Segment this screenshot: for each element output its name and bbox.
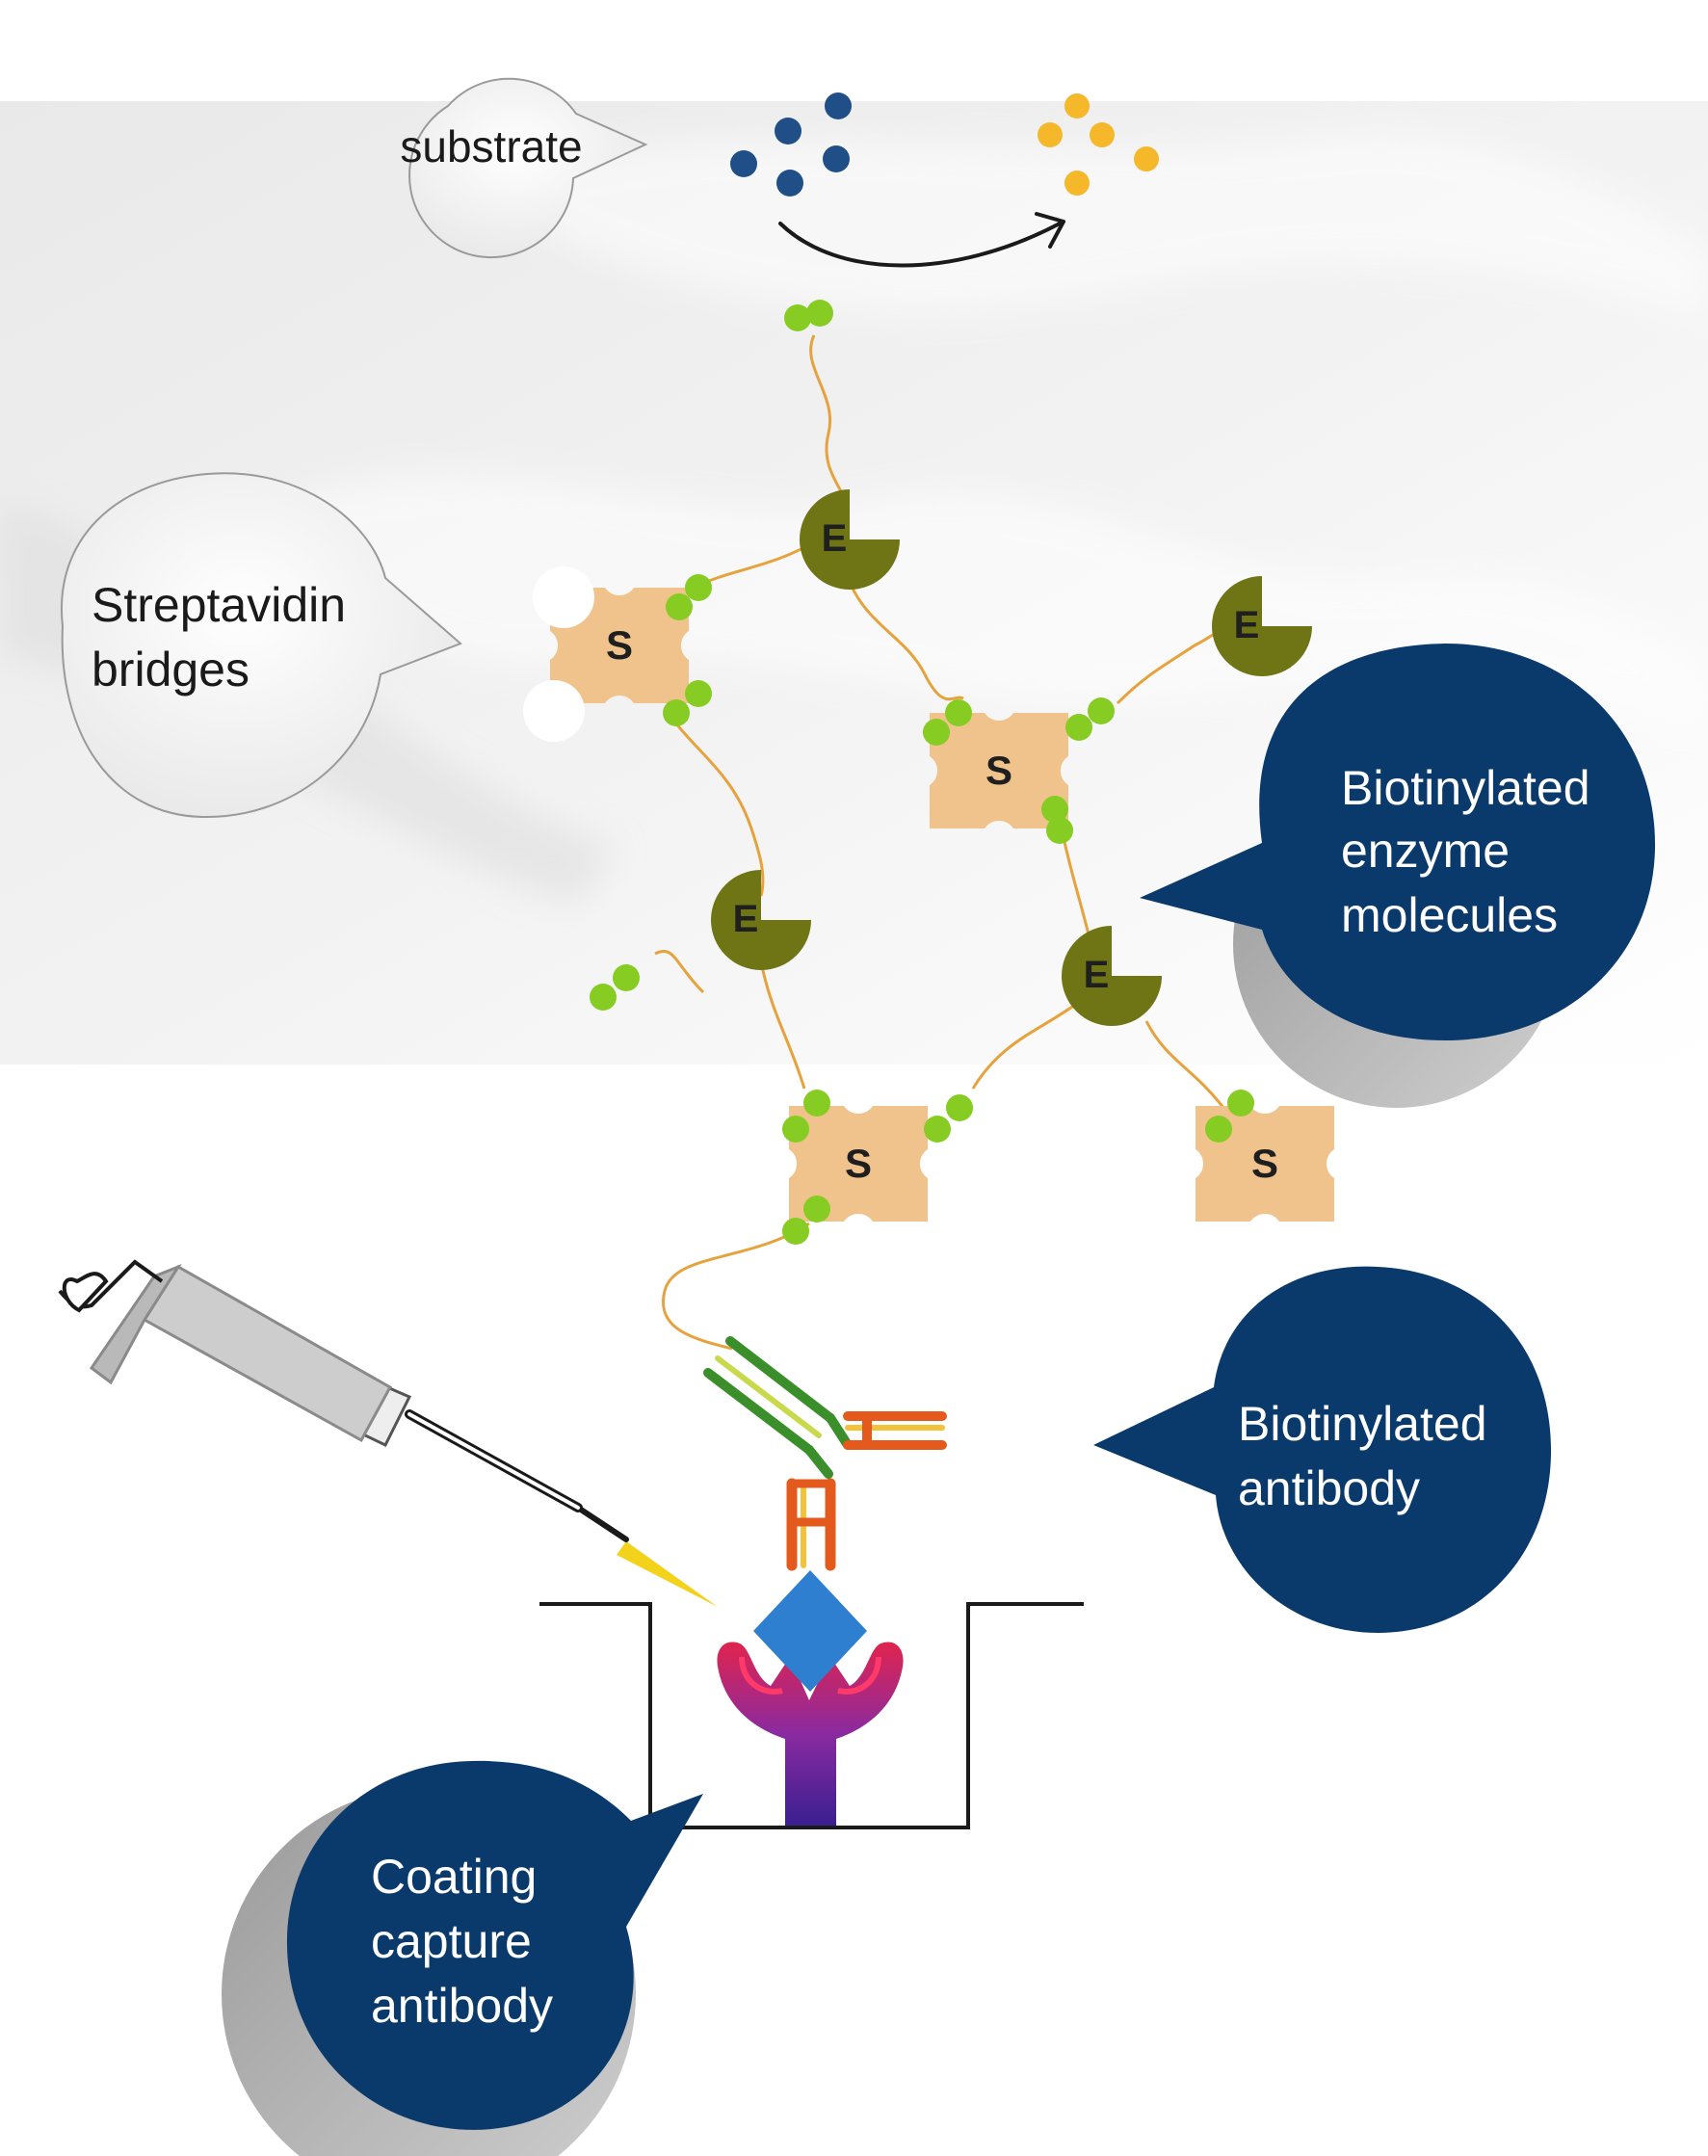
substrate-dot bbox=[776, 170, 803, 197]
biotin-dot bbox=[1065, 714, 1092, 741]
substrate-dot bbox=[730, 150, 757, 177]
enzyme-node: E bbox=[1062, 926, 1162, 1026]
biotin-dot bbox=[1205, 1116, 1232, 1143]
capture-label-line3: antibody bbox=[371, 1979, 553, 2033]
enzyme-node: E bbox=[1212, 576, 1312, 676]
capture-label-line2: capture bbox=[371, 1914, 532, 1968]
target-antigen bbox=[753, 1570, 867, 1692]
substrate-reaction bbox=[730, 92, 1159, 268]
antibody-stem bbox=[786, 1478, 836, 1571]
streptavidin-letter: S bbox=[606, 622, 633, 668]
streptavidin-label-line1: Streptavidin bbox=[92, 578, 346, 632]
biotin-dots bbox=[590, 300, 1254, 1245]
capture-callout: Coating capture antibody bbox=[222, 1760, 703, 2156]
capture-antibody bbox=[717, 1642, 904, 1826]
detection-antibody bbox=[703, 1336, 947, 1571]
empty-binding-site bbox=[523, 680, 585, 742]
biotin-dot bbox=[923, 719, 950, 746]
enzyme-letter: E bbox=[1234, 604, 1260, 646]
enzyme-letter: E bbox=[1084, 954, 1110, 996]
reaction-arrow-head bbox=[1035, 212, 1065, 249]
antibody-label-line2: antibody bbox=[1238, 1461, 1420, 1515]
microplate-well bbox=[539, 1602, 1084, 1829]
streptavidin-letter: S bbox=[1251, 1141, 1278, 1186]
product-dot bbox=[1038, 122, 1063, 147]
biotin-dot bbox=[946, 1094, 973, 1121]
enzyme-letter: E bbox=[733, 898, 759, 940]
substrate-label: substrate bbox=[400, 121, 582, 171]
substrate-dot bbox=[823, 145, 850, 172]
streptavidin-letter: S bbox=[985, 748, 1012, 793]
biotin-dot bbox=[924, 1116, 951, 1143]
substrate-callout: substrate bbox=[400, 77, 648, 259]
antibody-arm-green bbox=[703, 1336, 853, 1479]
biotin-dot bbox=[1227, 1090, 1254, 1117]
biotin-dot bbox=[1041, 796, 1068, 823]
biotin-dot bbox=[784, 304, 811, 331]
biotin-dot bbox=[685, 574, 712, 601]
enzyme-letter: E bbox=[822, 517, 848, 560]
substrate-molecules bbox=[730, 92, 852, 197]
capture-label-line1: Coating bbox=[371, 1850, 537, 1904]
biotin-dot bbox=[613, 964, 640, 991]
reaction-arrow bbox=[778, 222, 1062, 268]
biotin-dot bbox=[663, 699, 690, 726]
empty-binding-site bbox=[533, 566, 594, 628]
enzyme-label-line2: enzyme bbox=[1341, 824, 1510, 878]
biotin-dot bbox=[1046, 817, 1073, 844]
biotin-dot bbox=[666, 593, 693, 620]
streptavidin-letter: S bbox=[845, 1141, 872, 1186]
antibody-arm-orange bbox=[843, 1411, 947, 1450]
biotin-dot bbox=[806, 300, 833, 327]
streptavidin-node: S bbox=[930, 713, 1068, 828]
enzyme-label-line1: Biotinylated bbox=[1341, 761, 1590, 815]
antibody-label-line1: Biotinylated bbox=[1238, 1397, 1487, 1451]
biotin-dot bbox=[782, 1116, 809, 1143]
biotin-dot bbox=[803, 1196, 830, 1223]
antibody-callout: Biotinylated antibody bbox=[1093, 1266, 1552, 1633]
biotin-dot bbox=[945, 699, 972, 726]
biotin-dot bbox=[782, 1218, 809, 1245]
substrate-dot bbox=[825, 92, 852, 119]
enzyme-node: E bbox=[711, 870, 811, 970]
biotin-dot bbox=[1088, 697, 1115, 724]
substrate-dot bbox=[775, 118, 801, 145]
enzyme-callout: Biotinylated enzyme molecules bbox=[1140, 644, 1656, 1108]
product-dot bbox=[1064, 171, 1090, 196]
product-dot bbox=[1134, 146, 1159, 171]
pipette-icon bbox=[58, 1259, 718, 1607]
streptavidin-node: S bbox=[789, 1106, 928, 1222]
product-dot bbox=[1090, 122, 1115, 147]
streptavidin-callout: Streptavidin bridges bbox=[61, 472, 462, 819]
product-dot bbox=[1064, 93, 1090, 118]
enzyme-label-line3: molecules bbox=[1341, 888, 1558, 942]
product-molecules bbox=[1038, 93, 1159, 196]
enzyme-node: E bbox=[800, 489, 900, 590]
biotin-dot bbox=[685, 680, 712, 707]
biotin-dot bbox=[803, 1090, 830, 1117]
streptavidin-label-line2: bridges bbox=[92, 643, 250, 697]
biotin-dot bbox=[590, 984, 617, 1011]
